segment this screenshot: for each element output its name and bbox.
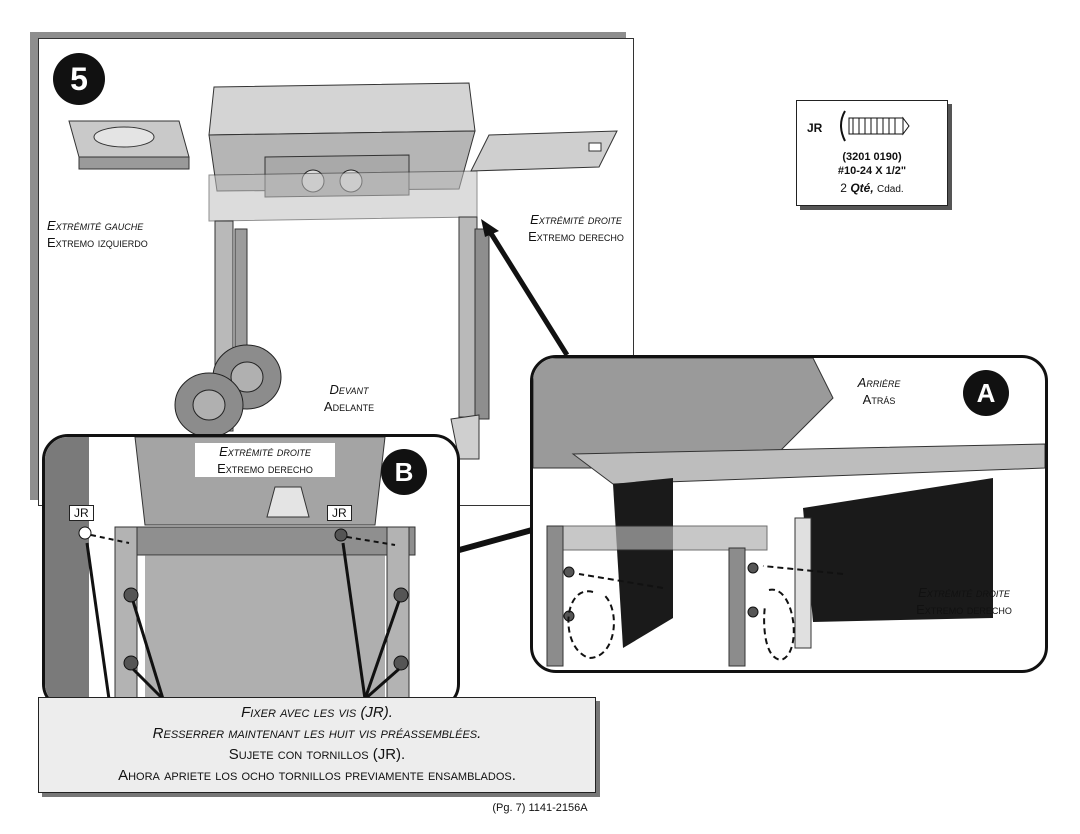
caption-line-4: Ahora apriete los ocho tornillos previam… — [118, 767, 516, 784]
page-reference: (Pg. 7) 1141-2156A — [492, 802, 588, 814]
inset-b-illustration — [45, 437, 416, 707]
inset-a-badge: A — [963, 370, 1009, 416]
quantity: 2 Qté, Cdad. — [840, 181, 904, 195]
caption-line-1: Fixer avec les vis (JR). — [241, 704, 393, 721]
hardware-code: JR — [807, 121, 823, 135]
caption-line-3: Sujete con tornillos (JR). — [228, 746, 406, 763]
jr-label-left: JR — [69, 505, 94, 521]
main-illustration-frame: 5 Extrémité gauche Extremo izquierdo Ext… — [38, 38, 634, 506]
instruction-caption: Fixer avec les vis (JR). Resserrer maint… — [38, 697, 596, 793]
screw-size: #10-24 X 1/2" — [837, 165, 907, 177]
rear-label: Arrière Atrás — [857, 375, 901, 407]
part-number: (3201 0190) — [842, 151, 902, 163]
right-end-label: Extrémité droite Extremo derecho — [528, 212, 624, 244]
caption-line-2: Resserrer maintenant les huit vis préass… — [152, 725, 482, 742]
inset-a-right-end-label: Extrémité droite Extremo derecho — [916, 585, 1012, 617]
step-number-badge: 5 — [53, 53, 105, 105]
inset-b-panel: B Extrémité droite Extremo derecho JR JR — [42, 434, 460, 710]
inset-b-badge: B — [381, 449, 427, 495]
hardware-callout: JR (3201 0190) #10-24 X 1/2" 2 Qté, Cdad… — [796, 100, 948, 206]
inset-b-right-end-label: Extrémité droite Extremo derecho — [195, 443, 335, 477]
grill-illustration — [68, 82, 618, 460]
inset-a-panel: A Arrière Atrás Extrémité droite Extremo… — [530, 355, 1048, 673]
screw-icon — [840, 110, 910, 142]
front-label: Devant Adelante — [323, 382, 375, 414]
inset-a-illustration — [533, 358, 1045, 667]
jr-label-right: JR — [327, 505, 352, 521]
left-end-label: Extrémité gauche Extremo izquierdo — [47, 218, 148, 250]
